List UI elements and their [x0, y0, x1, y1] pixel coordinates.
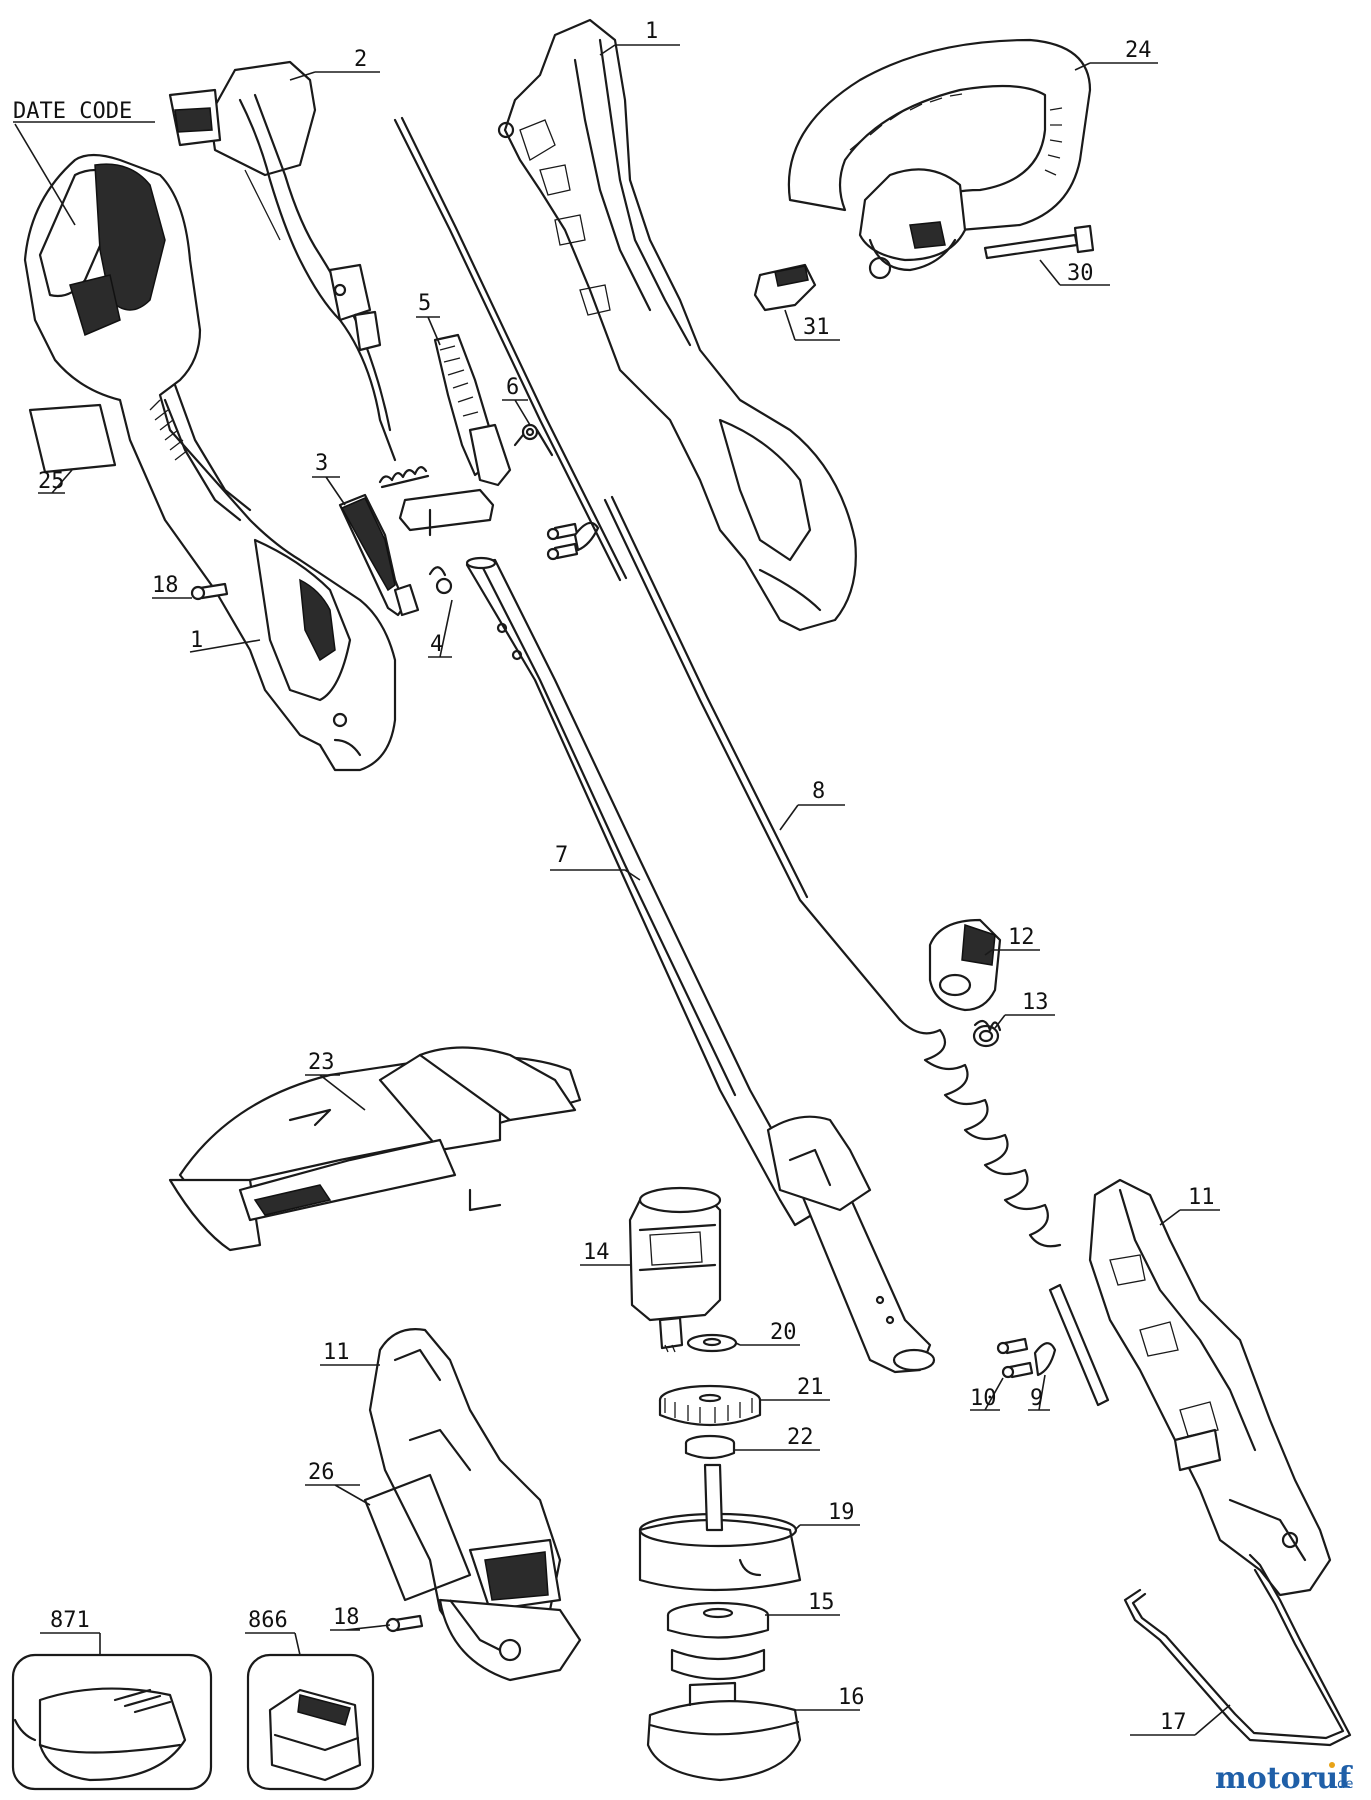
screw-lower: [385, 1614, 424, 1633]
screw-upper: [190, 582, 229, 601]
lock-off-button: [398, 488, 495, 537]
trigger: [433, 333, 512, 487]
callout-30: 30: [1067, 261, 1094, 286]
d-handle-bolt: [983, 224, 1095, 260]
motor: [628, 1186, 722, 1353]
callout-11-center: 11: [323, 1340, 350, 1365]
callout-11-right: 11: [1188, 1185, 1215, 1210]
label-sticker-26: [363, 1473, 472, 1602]
callout-18-lower: 18: [333, 1605, 360, 1630]
callout-14: 14: [583, 1240, 610, 1265]
drive-shaft-coil-cord: [393, 116, 1110, 1407]
callout-15: 15: [808, 1590, 835, 1615]
callout-31: 31: [803, 315, 830, 340]
callout-26: 26: [308, 1460, 335, 1485]
drive-gear: [658, 1384, 762, 1427]
callout-9: 9: [1030, 1386, 1043, 1411]
cutting-guard: [168, 1046, 582, 1252]
callout-8: 8: [812, 779, 825, 804]
callout-labels: DATE CODE 1 2 24 30 31 5 6 3 25 18 1 4 8…: [13, 19, 1215, 1735]
callout-17: 17: [1160, 1710, 1187, 1735]
callout-6: 6: [506, 375, 519, 400]
callout-866: 866: [248, 1608, 288, 1633]
compression-spring: [378, 466, 430, 489]
callout-1-top: 1: [645, 19, 658, 44]
callout-5: 5: [418, 291, 431, 316]
motor-housing-right: [1088, 1178, 1332, 1597]
collar-spring: [972, 1019, 1002, 1048]
callout-871: 871: [50, 1608, 90, 1633]
main-shaft-tube: [465, 556, 936, 1374]
callout-18-upper: 18: [152, 573, 179, 598]
grip-latch: [338, 493, 420, 617]
callout-20: 20: [770, 1320, 797, 1345]
tube-screws: [546, 521, 600, 561]
callout-3: 3: [315, 451, 328, 476]
spool-cap: [646, 1681, 802, 1782]
bushing: [684, 1434, 736, 1460]
callout-16: 16: [838, 1685, 865, 1710]
spool-housing: [638, 1463, 802, 1592]
shaft-collar: [928, 918, 1002, 1012]
callout-10: 10: [970, 1386, 997, 1411]
callout-23: 23: [308, 1050, 335, 1075]
wiring-switch-assembly: [168, 60, 397, 462]
watermark-suffix: .de: [1333, 1777, 1353, 1792]
charger: [11, 1653, 213, 1791]
callout-2: 2: [354, 47, 367, 72]
callout-25: 25: [38, 469, 65, 494]
small-spring: [428, 566, 453, 595]
callout-19: 19: [828, 1500, 855, 1525]
callout-4: 4: [430, 632, 443, 657]
watermark-dot-icon: [1329, 1762, 1335, 1768]
edge-guide-wire: [1123, 1553, 1352, 1747]
motoruf-watermark: motoruf .de: [1215, 1761, 1353, 1796]
lower-screws: [996, 1337, 1057, 1379]
auxiliary-d-handle: [787, 38, 1092, 280]
callout-12: 12: [1008, 925, 1035, 950]
callout-21: 21: [797, 1375, 824, 1400]
callout-7: 7: [555, 843, 568, 868]
leader-lines: [13, 44, 1231, 1736]
line-spool: [666, 1601, 770, 1681]
left-handle-housing: [23, 153, 397, 772]
motor-housing-left: [368, 1328, 582, 1682]
callout-1-lower: 1: [190, 628, 203, 653]
label-sticker-25: [28, 403, 117, 474]
torsion-spring: [513, 423, 554, 457]
callout-13: 13: [1022, 990, 1049, 1015]
washer-upper: [686, 1333, 738, 1353]
battery-pack: [246, 1653, 375, 1791]
right-handle-housing: [497, 18, 857, 632]
callout-22: 22: [787, 1425, 814, 1450]
callout-24: 24: [1125, 38, 1152, 63]
d-handle-knob: [753, 263, 817, 312]
callout-date-code: DATE CODE: [13, 99, 132, 124]
